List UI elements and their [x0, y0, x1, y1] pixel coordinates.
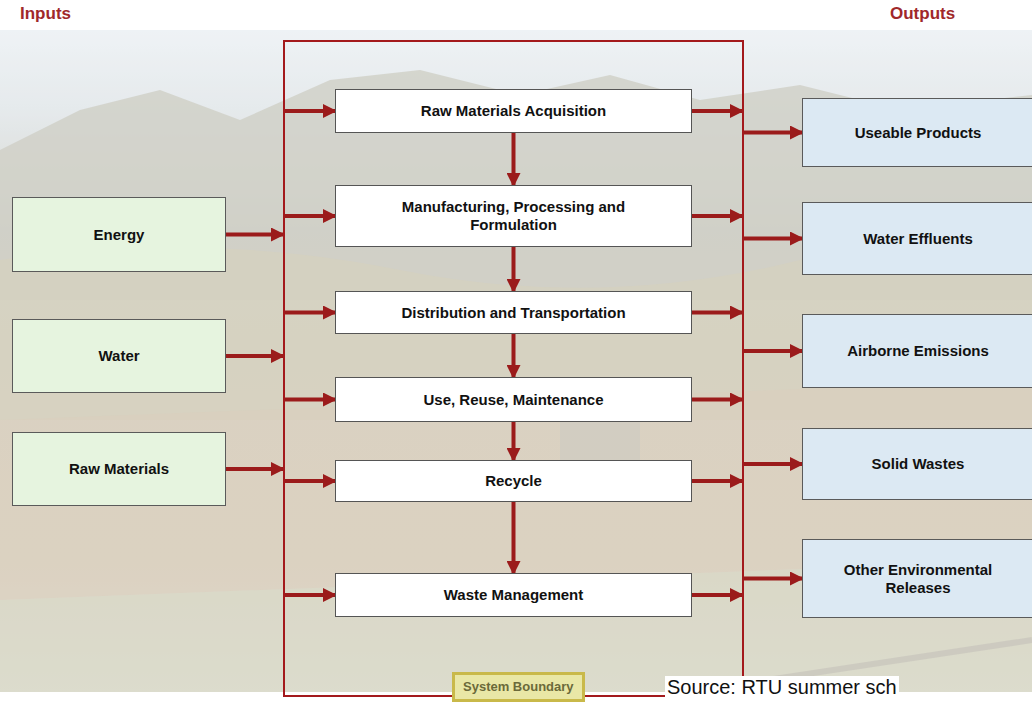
flow-arrow	[512, 247, 516, 291]
flow-arrow	[744, 237, 802, 241]
box-text: Distribution and Transportation	[393, 304, 633, 322]
box-text: Water	[90, 347, 147, 365]
source-note: Source: RTU summer sch	[665, 676, 899, 699]
flow-arrow	[692, 593, 742, 597]
stage-box: Manufacturing, Processing and Formulatio…	[335, 185, 692, 247]
flow-arrow	[226, 354, 283, 358]
flow-arrow	[226, 467, 283, 471]
input-box: Energy	[12, 197, 226, 272]
box-text: Useable Products	[847, 124, 990, 142]
flow-arrow	[692, 311, 742, 315]
flow-arrow	[744, 131, 802, 135]
flow-arrow	[226, 233, 283, 237]
flow-arrow	[692, 214, 742, 218]
stage-box: Raw Materials Acquisition	[335, 89, 692, 133]
flow-arrow	[512, 133, 516, 185]
flow-arrow	[692, 109, 742, 113]
box-text: Waste Management	[436, 586, 591, 604]
output-box: Useable Products	[802, 98, 1032, 167]
flow-arrow	[285, 311, 335, 315]
stage-box: Waste Management	[335, 573, 692, 617]
flow-arrow	[744, 462, 802, 466]
flow-arrow	[512, 502, 516, 573]
box-text: Other Environmental Releases	[815, 561, 1021, 597]
boundary-label: System Boundary	[452, 672, 585, 702]
flow-arrow	[285, 398, 335, 402]
input-box: Raw Materials	[12, 432, 226, 506]
box-text: Use, Reuse, Maintenance	[415, 391, 611, 409]
system-boundary: System BoundaryRaw Materials Acquisition…	[283, 40, 744, 697]
flow-arrow	[512, 422, 516, 460]
stage-box: Distribution and Transportation	[335, 291, 692, 334]
stage-box: Use, Reuse, Maintenance	[335, 377, 692, 422]
flow-arrow	[744, 577, 802, 581]
flow-arrow	[285, 109, 335, 113]
output-box: Other Environmental Releases	[802, 539, 1032, 618]
stage-box: Recycle	[335, 460, 692, 502]
flow-arrow	[512, 334, 516, 377]
flow-arrow	[744, 349, 802, 353]
output-box: Water Effluents	[802, 202, 1032, 275]
flow-arrow	[692, 398, 742, 402]
box-text: Raw Materials	[61, 460, 177, 478]
box-text: Solid Wastes	[864, 455, 973, 473]
flow-arrow	[692, 479, 742, 483]
output-box: Airborne Emissions	[802, 314, 1032, 388]
box-text: Manufacturing, Processing and Formulatio…	[381, 198, 647, 234]
box-text: Water Effluents	[855, 230, 980, 248]
column-heading: Inputs	[20, 4, 71, 24]
box-text: Recycle	[477, 472, 550, 490]
flow-arrow	[285, 593, 335, 597]
flow-arrow	[285, 479, 335, 483]
output-box: Solid Wastes	[802, 428, 1032, 500]
box-text: Energy	[86, 226, 153, 244]
flow-arrow	[285, 214, 335, 218]
box-text: Raw Materials Acquisition	[413, 102, 614, 120]
column-heading: Outputs	[890, 4, 955, 24]
box-text: Airborne Emissions	[839, 342, 997, 360]
input-box: Water	[12, 319, 226, 393]
